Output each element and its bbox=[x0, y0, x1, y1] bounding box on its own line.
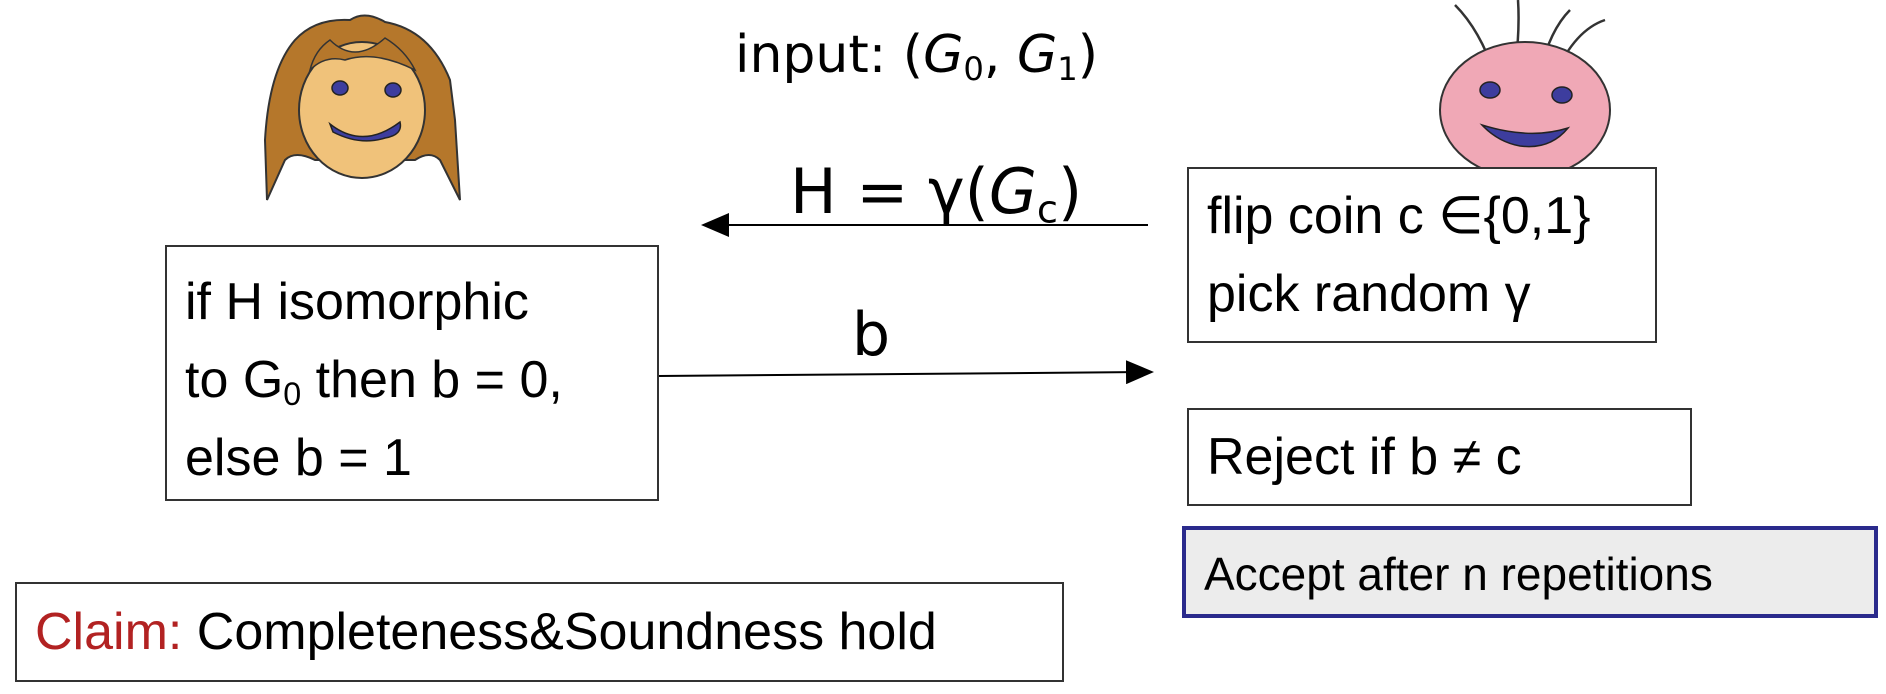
claim-label: Claim: bbox=[35, 603, 183, 661]
prover-line-3: else b = 1 bbox=[185, 429, 412, 487]
prover-line-1: if H isomorphic bbox=[185, 273, 529, 331]
input-label: input: (G0, G1) bbox=[735, 25, 1099, 89]
prover-face-icon bbox=[263, 14, 461, 201]
prover-line-2: to G0 then b = 0, bbox=[185, 351, 563, 413]
prover-box: if H isomorphic to G0 then b = 0, else b… bbox=[165, 245, 659, 501]
accept-box: Accept after n repetitions bbox=[1182, 526, 1878, 618]
verifier-face-icon bbox=[1439, 0, 1611, 179]
arrow-b-to-verifier bbox=[657, 360, 1154, 385]
claim-text: Completeness&Soundness hold bbox=[182, 603, 937, 661]
verifier-box: flip coin c ∈{0,1} pick random γ bbox=[1187, 167, 1657, 343]
claim-box: Claim: Completeness&Soundness hold bbox=[15, 582, 1064, 682]
reject-box: Reject if b ≠ c bbox=[1187, 408, 1692, 506]
verifier-line-1: flip coin c ∈{0,1} bbox=[1207, 187, 1591, 245]
message-h-label: H = γ(Gc) bbox=[790, 155, 1083, 233]
message-b-label: b bbox=[852, 300, 891, 370]
verifier-line-2: pick random γ bbox=[1207, 265, 1531, 323]
